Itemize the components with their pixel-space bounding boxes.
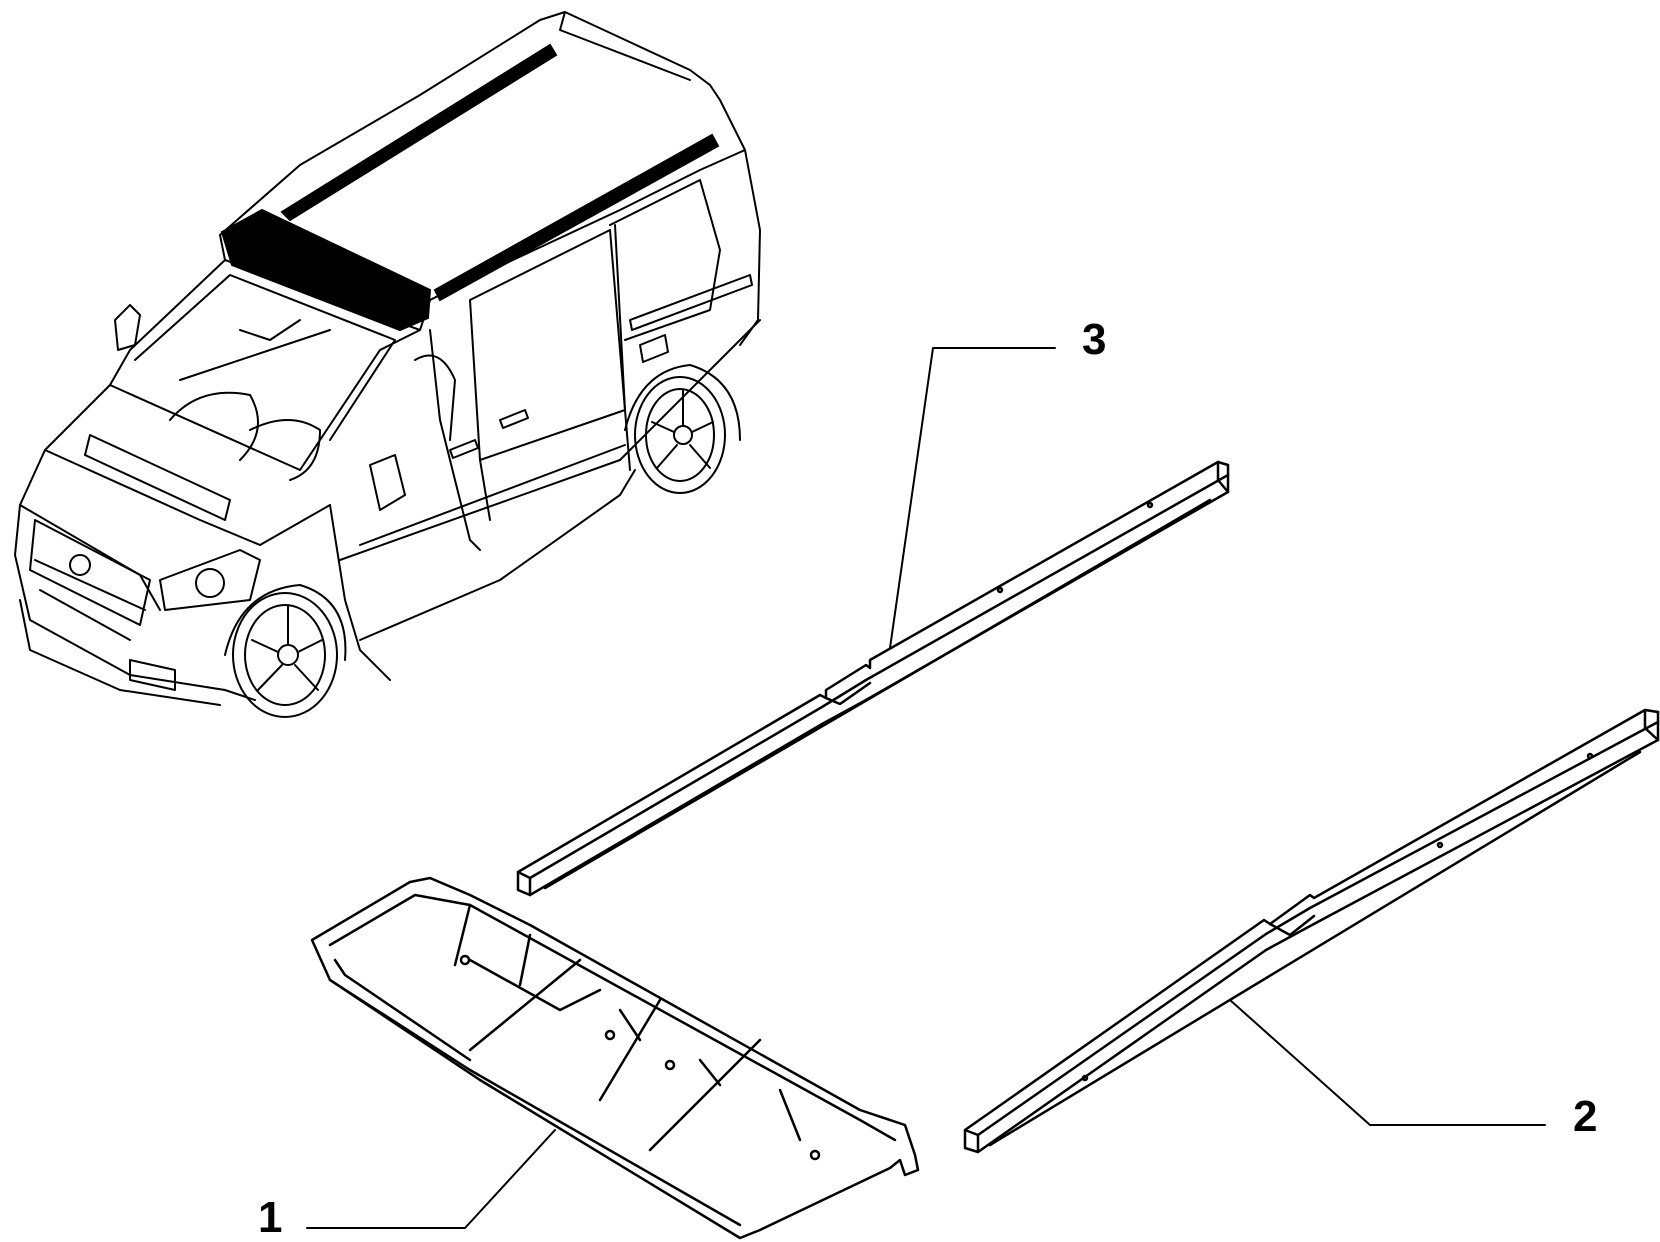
van-illustration-icon <box>14 11 761 718</box>
callout-label-3: 3 <box>1082 315 1107 364</box>
tray-part-icon <box>310 876 920 1240</box>
rail-part-icon <box>963 708 1660 1154</box>
leader-line-1 <box>306 1129 556 1229</box>
rail-part-icon <box>516 460 1230 897</box>
callout-label-2: 2 <box>1573 1092 1598 1141</box>
leader-line-3 <box>889 347 1056 649</box>
leader-lines <box>306 347 1546 1229</box>
callout-label-1: 1 <box>258 1193 283 1242</box>
roof-highlight-parts <box>220 43 720 332</box>
leader-line-2 <box>1229 999 1546 1126</box>
